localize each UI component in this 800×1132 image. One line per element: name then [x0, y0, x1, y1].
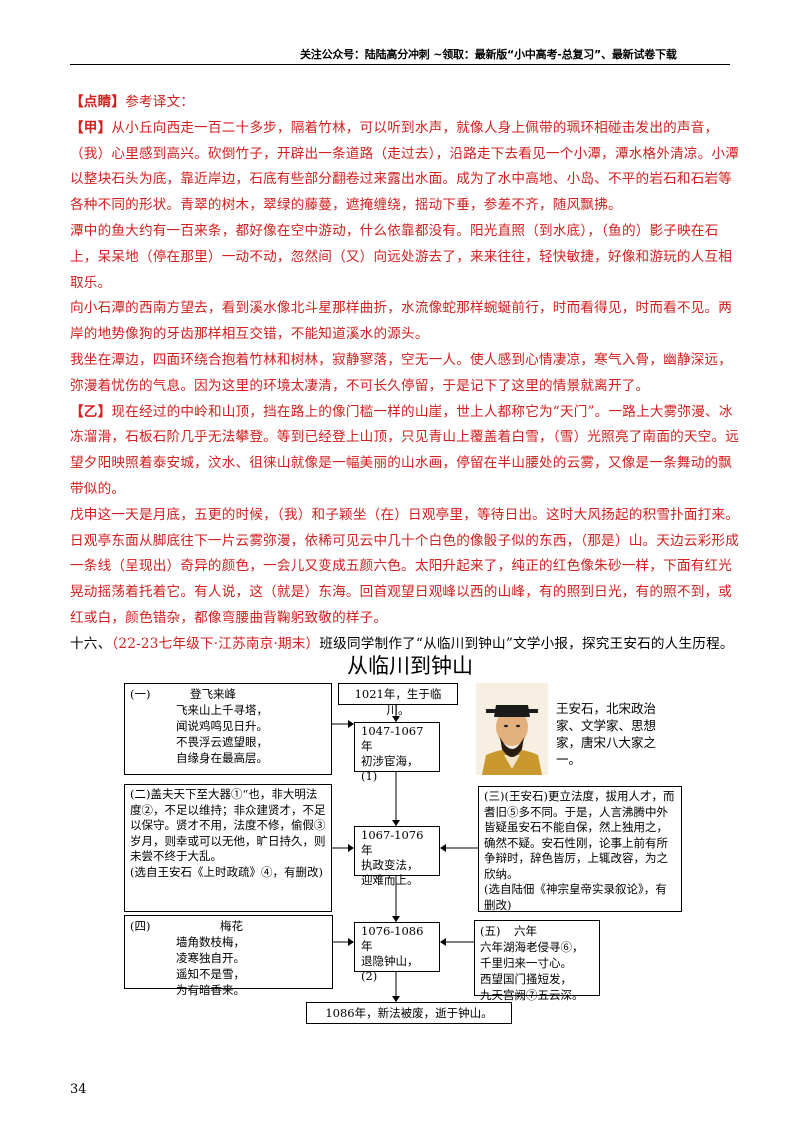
poem-5-line: 千里归来一寸心。	[480, 956, 572, 970]
essay-3-text: (王安石)更立法度，拔用人才，而耆旧⑤多不同。于是，人言沸腾中外皆疑虽安石不能自…	[484, 789, 675, 881]
period-2-box: 1067-1076年 执政变法， 迎难而上。	[354, 826, 440, 887]
passage-4: 我坐在潭边，四面环绕合抱着竹林和树林，寂静寥落，空无一人。使人感到心情凄凉，寒气…	[70, 351, 733, 394]
period-3-years: 1076-1086年	[361, 924, 424, 953]
passage-tag-jia: 【甲】	[70, 119, 112, 136]
page-number: 34	[70, 1082, 87, 1097]
period-2-desc: 迎难而上。	[361, 873, 419, 887]
passage-5: 【乙】现在经过的中岭和山顶，挡在路上的像门槛一样的山崖，世上人都称它为“天门”。…	[70, 403, 740, 497]
page-header: 关注公众号：陆陆高分冲刺 ~领取：最新版“小中高考-总复习”、最新试卷下载	[300, 48, 677, 61]
essay-2-source: (选自王安石《上时政疏》④，有删改)	[130, 864, 323, 879]
poem-4-title: 梅花	[220, 919, 243, 933]
poem-5-box: (五) 六年 六年湖海老侵寻⑥， 千里归来一寸心。 西望国门搔短发， 九天宫阙⑦五…	[474, 920, 600, 1002]
poem-1-label: (一)	[130, 687, 151, 701]
passage-1: 【甲】从小丘向西走一百二十多步，隔着竹林，可以听到水声，就像人身上佩带的珮环相碰…	[70, 119, 740, 214]
question-number: 十六、	[70, 635, 112, 652]
born-box: 1021年，生于临川。	[338, 683, 458, 717]
poem-1-line: 自缘身在最高层。	[176, 751, 268, 765]
period-3-mark: (2)	[361, 969, 378, 983]
passage-6: 戊申这一天是月底，五更的时候，（我）和子颖坐（在）日观亭里，等待日出。这时大风扬…	[70, 506, 740, 626]
poem-1-title: 登飞来峰	[190, 687, 236, 701]
poem-1-line: 飞来山上千寻塔，	[176, 703, 268, 717]
poem-5-title: 六年	[514, 924, 537, 938]
poem-4-line: 凌寒独自开。	[176, 951, 245, 965]
poem-4-line: 墙角数枝梅，	[176, 935, 245, 949]
essay-2-text: 盖夫天下至大器①“也，非大明法度②，不足以维持；非众建贤才，不足以保守。贤才不用…	[130, 787, 326, 863]
poem-5-label: (五)	[480, 924, 501, 938]
essay-2-label: (二)	[130, 787, 151, 801]
period-3-desc: 退隐钟山，	[361, 954, 419, 968]
poem-4-line: 为有暗香来。	[176, 983, 245, 997]
annotation-title: 参考译文：	[125, 94, 195, 110]
passage-tag-yi: 【乙】	[70, 403, 112, 420]
died-box: 1086年，新法被废，逝于钟山。	[306, 1002, 512, 1024]
poem-1-line: 闻说鸡鸣见日升。	[176, 719, 268, 733]
poem-1-line: 不畏浮云遮望眼，	[176, 735, 268, 749]
period-1-mark: (1)	[361, 769, 378, 783]
poem-5-line: 九天宫阙⑦五云深。	[480, 988, 584, 1002]
question-16: 十六、（22-23七年级下·江苏南京·期末）班级同学制作了“从临川到钟山”文学小…	[70, 632, 740, 658]
poem-5-line: 西望国门搔短发，	[480, 972, 572, 986]
question-text: 班级同学制作了“从临川到钟山”文学小报，探究王安石的人生历程。	[319, 635, 734, 652]
essay-2-box: (二)盖夫天下至大器①“也，非大明法度②，不足以维持；非众建贤才，不足以保守。贤…	[124, 784, 332, 912]
poem-4-box: (四) 梅花 墙角数枝梅， 凌寒独自开。 遥知不是雪， 为有暗香来。	[124, 915, 333, 997]
wang-anshi-portrait	[476, 683, 548, 775]
essay-3-source: (选自陆佃《神宗皇帝实录叙论》，有删改)	[484, 882, 667, 912]
poem-5-line: 六年湖海老侵寻⑥，	[480, 940, 584, 954]
translation-text: 【点睛】参考译文： 【甲】从小丘向西走一百二十多步，隔着竹林，可以听到水声，就像…	[70, 90, 740, 658]
question-source: （22-23七年级下·江苏南京·期末）	[111, 635, 320, 652]
period-2-years: 1067-1076年	[361, 828, 424, 857]
header-rule	[70, 64, 730, 65]
essay-3-box: (三)(王安石)更立法度，拔用人才，而耆旧⑤多不同。于是，人言沸腾中外皆疑虽安石…	[478, 786, 682, 912]
period-1-box: 1047-1067年 初涉宦海， (1)	[354, 722, 440, 783]
passage-2: 潭中的鱼大约有一百来条，都好像在空中游动，什么依靠都没有。阳光直照（到水底），（…	[70, 222, 733, 291]
biography-text: 王安石，北宋政治家、文学家、思想家，唐宋八大家之一。	[556, 701, 657, 767]
annotation-tag: 【点睛】	[70, 94, 126, 110]
annotation-heading: 【点睛】参考译文：	[70, 90, 740, 116]
poem-1-box: (一) 登飞来峰 飞来山上千寻塔， 闻说鸡鸣见日升。 不畏浮云遮望眼， 自缘身在最…	[124, 683, 332, 775]
period-1-desc: 初涉宦海，	[361, 754, 419, 768]
period-2-desc: 执政变法，	[361, 858, 419, 872]
passage-3: 向小石潭的西南方望去，看到溪水像北斗星那样曲折，水流像蛇那样蜿蜒前行，时而看得见…	[70, 300, 733, 343]
period-3-box: 1076-1086年 退隐钟山， (2)	[354, 922, 440, 983]
poem-4-line: 遥知不是雪，	[176, 967, 245, 981]
poem-4-label: (四)	[130, 919, 151, 933]
period-1-years: 1047-1067年	[361, 724, 424, 753]
essay-3-label: (三)	[484, 789, 505, 803]
